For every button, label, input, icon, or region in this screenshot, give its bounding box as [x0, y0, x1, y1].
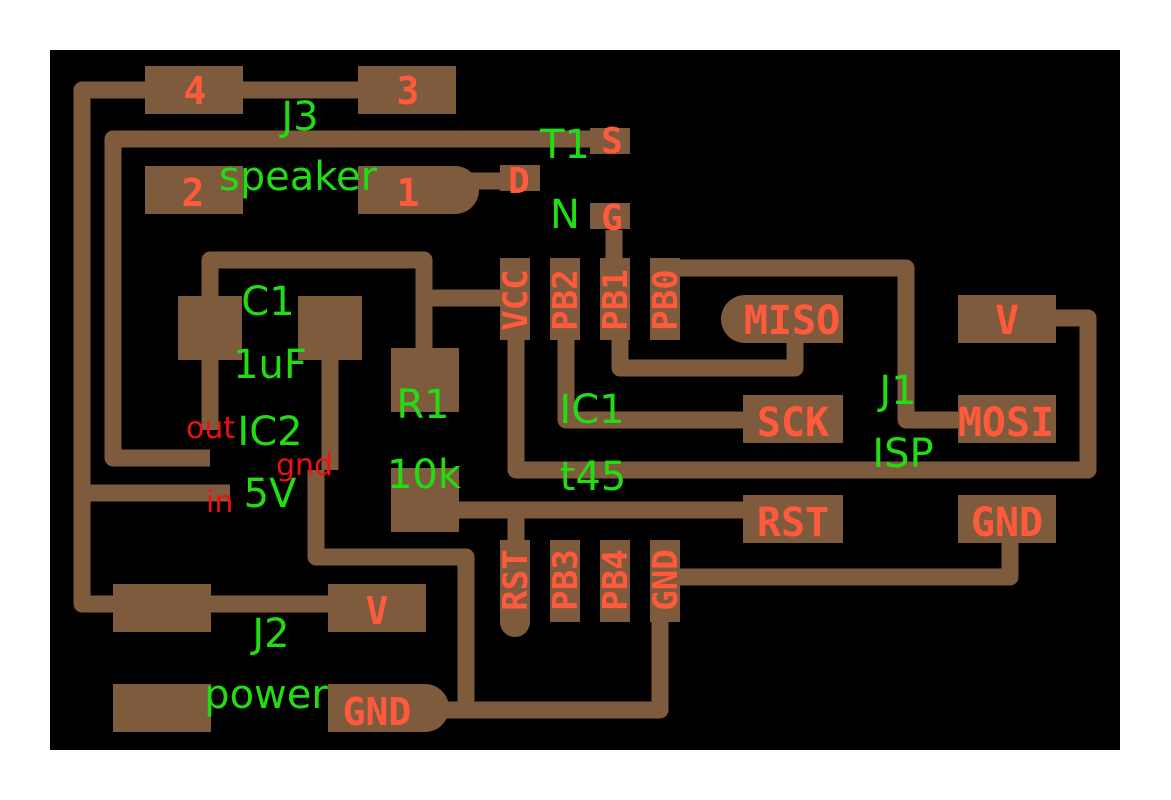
- ic2-ref: IC2: [237, 409, 302, 455]
- silkscreen-labels: J3 speaker T1 N C1 1uF IC2 5V R1 10k IC1…: [204, 94, 933, 718]
- traces: [73, 81, 1097, 719]
- ic1-value: t45: [560, 454, 627, 500]
- pad-label-j3-4: 4: [184, 69, 207, 113]
- pad-t1-g[interactable]: [590, 203, 630, 229]
- pad-ic1-pb3[interactable]: [550, 540, 580, 622]
- ic2-pin-out: out: [186, 411, 235, 446]
- pad-j2-2[interactable]: [113, 684, 211, 732]
- pad-label-t1-g: G: [601, 198, 623, 239]
- trace-pb1-miso: [611, 340, 804, 377]
- pad-ic1-vcc[interactable]: [500, 258, 530, 340]
- j1-value: ISP: [872, 431, 933, 477]
- trace-j3-4-to-j2: [73, 81, 150, 613]
- j3-value: speaker: [219, 154, 378, 200]
- ic2-pin-in: in: [206, 485, 233, 520]
- pad-c1-1[interactable]: [178, 296, 242, 360]
- pad-labels: 4 3 2 1 S D G MISO V SCK MOSI RST GND V …: [182, 69, 1055, 734]
- c1-ref: C1: [241, 279, 294, 325]
- j2-ref: J2: [249, 611, 289, 657]
- pad-j1-v[interactable]: [958, 295, 1056, 343]
- pad-j1-gnd[interactable]: [958, 495, 1056, 543]
- pad-ic1-pb2[interactable]: [550, 258, 580, 340]
- pin-label-pb3: PB3: [546, 549, 586, 610]
- pad-label-j1-v: V: [995, 298, 1019, 344]
- pad-j1-mosi[interactable]: [958, 395, 1056, 443]
- trace-j2gnd-ic1gnd: [440, 620, 669, 719]
- pad-ic1-pb1[interactable]: [600, 258, 630, 340]
- pad-j2-v[interactable]: [328, 584, 426, 632]
- pin-label-pb2: PB2: [546, 269, 586, 330]
- pad-ic1-pb0[interactable]: [650, 258, 680, 340]
- pad-j1-sck[interactable]: [743, 395, 843, 443]
- t1-ref: T1: [539, 122, 590, 168]
- trace-vcc-j1v: [507, 309, 1097, 479]
- pad-label-t1-d: D: [508, 161, 530, 202]
- trace-pb2-sck: [557, 340, 745, 429]
- pad-label-j1-sck: SCK: [757, 400, 829, 446]
- ic1-pin-labels: VCC PB2 PB1 PB0 RST PB3 PB4 GND: [496, 269, 686, 610]
- pad-ic1-gnd[interactable]: [650, 540, 680, 622]
- pad-label-j1-mosi: MOSI: [958, 400, 1054, 446]
- pad-label-j3-2: 2: [182, 171, 205, 215]
- pad-label-j1-gnd: GND: [971, 500, 1043, 546]
- pad-j1-miso[interactable]: [721, 295, 843, 343]
- pad-t1-d[interactable]: [500, 165, 540, 191]
- pad-j3-1[interactable]: [358, 166, 479, 214]
- pad-r1-2[interactable]: [391, 468, 459, 532]
- pin-label-pb1: PB1: [596, 269, 636, 330]
- r1-value: 10k: [387, 452, 462, 498]
- pad-label-j1-rst: RST: [757, 500, 829, 546]
- pin-label-pb0: PB0: [646, 269, 686, 330]
- pad-j3-4[interactable]: [145, 66, 243, 114]
- pad-label-j2-v: V: [366, 589, 389, 633]
- pad-c1-2[interactable]: [298, 296, 362, 360]
- pad-t1-s[interactable]: [590, 128, 630, 154]
- c1-value: 1uF: [233, 342, 307, 388]
- trace-pb0-mosi: [660, 259, 960, 429]
- ic2-pin-gnd: gnd: [276, 448, 333, 483]
- j2-value: power: [204, 672, 328, 718]
- pad-j3-2[interactable]: [145, 166, 243, 214]
- pad-label-t1-s: S: [601, 121, 623, 162]
- j3-ref: J3: [278, 94, 318, 140]
- trace-ic1gnd-j1gnd: [680, 540, 1019, 586]
- pad-label-j3-3: 3: [397, 69, 420, 113]
- t1-value: N: [550, 192, 580, 238]
- pad-ic1-pb4[interactable]: [600, 540, 630, 622]
- pad-j1-rst[interactable]: [743, 495, 843, 543]
- ic1-ref: IC1: [559, 387, 624, 433]
- j1-ref: J1: [876, 368, 916, 414]
- pin-label-gnd: GND: [646, 549, 686, 610]
- r1-ref: R1: [396, 382, 449, 428]
- pad-j2-1[interactable]: [113, 584, 211, 632]
- pad-ic1-rst[interactable]: [500, 540, 530, 637]
- pin-label-pb4: PB4: [596, 549, 636, 610]
- pad-r1-1[interactable]: [391, 348, 459, 412]
- pad-label-j2-gnd: GND: [343, 690, 412, 734]
- pad-label-j3-1: 1: [397, 171, 420, 215]
- trace-t1-s: [104, 130, 600, 467]
- pad-j3-3[interactable]: [358, 66, 456, 114]
- pin-label-vcc: VCC: [496, 269, 536, 330]
- ic2-value: 5V: [244, 471, 297, 517]
- pad-label-j1-miso: MISO: [744, 298, 840, 344]
- pads: [113, 66, 1056, 732]
- pin-label-rst: RST: [496, 549, 536, 610]
- pad-j2-gnd[interactable]: [328, 684, 449, 732]
- ic2-pin-labels: out gnd in: [186, 411, 333, 520]
